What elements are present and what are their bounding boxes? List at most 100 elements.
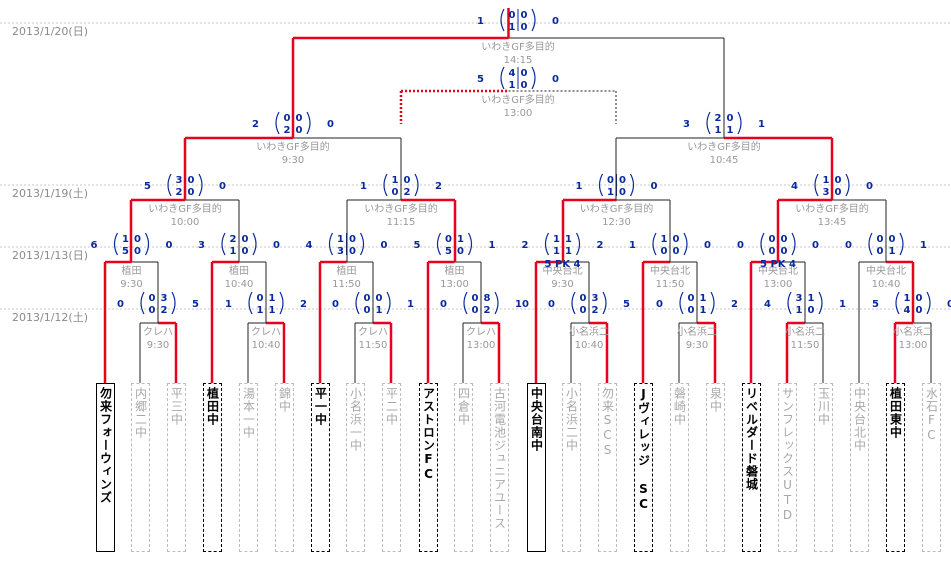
score-half1-left: 2 [230,234,237,245]
team-entry: Jヴィレッジ SC [634,383,653,552]
score-bracket-left [895,291,900,315]
match-time: 10:40 [252,340,281,351]
match-time: 9:30 [120,279,142,290]
score-bracket-left [463,291,468,315]
score-total-right: 0 [651,181,658,192]
score-half2-left: 0 [392,187,399,198]
match-time: 10:40 [225,279,254,290]
score-bracket-left [652,232,657,256]
team-name: アストロンFC [421,387,436,482]
score-bracket-left [814,173,819,197]
score-total-right: 1 [758,119,765,130]
match-time: 10:40 [872,279,901,290]
score-bracket-right [144,232,150,256]
team-name: 磐崎中 [672,387,687,426]
match-time: 14:15 [504,55,533,66]
score-half2-right: 1 [269,305,276,316]
score-bracket-left [868,232,873,256]
score-half1-left: 4 [509,68,516,79]
score-half2-left: 3 [823,187,830,198]
score-half2-left: 0 [769,246,776,257]
score-total-left: 0 [117,299,124,310]
score-half1-left: 0 [284,113,291,124]
score-bracket-right [710,291,715,315]
team-name: 小名浜二中 [564,387,579,452]
score-half2-left: 0 [688,305,695,316]
score-total-right: 2 [435,181,442,192]
score-half1-right: 8 [484,293,491,304]
score-half2-right: 2 [484,305,491,316]
score-bracket-right [683,232,688,256]
score-half2-left: 5 [445,246,452,257]
venue-label: 中央台北 [650,264,690,277]
score-total-right: 0 [552,16,559,27]
team-entry: 中央台北中 [850,383,869,552]
score-total-left: 3 [198,240,205,251]
score-half2-left: 1 [230,246,237,257]
score-bracket-right [359,232,365,256]
score-half2-right: 0 [188,187,195,198]
score-total-right: 2 [300,299,307,310]
venue-label: いわきGF多目的 [256,140,330,153]
score-half2-right: 0 [619,187,626,198]
score-half2-right: 1 [727,125,734,136]
team-entry: 植田中 [203,383,222,552]
team-entry: 小名浜一中 [346,383,365,552]
team-name: 平三中 [169,387,184,426]
team-name: リベルダード磐城 [744,387,759,491]
score-half1-right: 1 [700,293,707,304]
score-half1-right: 0 [781,234,788,245]
match-time: 10:45 [710,155,739,166]
score-half2-right: 2 [404,187,411,198]
score-bracket-right [791,232,796,256]
score-half1-right: 0 [296,113,303,124]
score-half2-left: 0 [661,246,668,257]
score-total-right: 0 [273,240,280,251]
score-total-right: 10 [515,299,529,310]
match-time: 13:00 [764,279,793,290]
score-half1-left: 0 [364,293,371,304]
team-name: 泉中 [708,387,723,413]
team-name: 水石FC [924,387,939,443]
team-name: サンフレックスUTD [780,387,795,523]
score-bracket-right [602,291,607,315]
score-half2-left: 0 [877,246,884,257]
score-bracket-right [171,291,176,315]
score-bracket-left [328,232,334,256]
score-bracket-right [531,8,536,32]
team-name: 勿来フォーウィンズ [98,387,113,504]
score-half2-left: 1 [715,125,722,136]
venue-label: 植田 [122,264,142,277]
team-name: 中央台南中 [529,387,544,452]
score-bracket-left [500,8,505,32]
score-half2-left: 1 [509,22,516,33]
score-half1-right: 0 [376,293,383,304]
venue-label: 小名浜二 [677,325,717,338]
score-half1-left: 1 [904,293,911,304]
match-time: 11:50 [332,279,361,290]
score-half1-left: 1 [661,234,668,245]
score-half2-right: 0 [521,80,528,91]
score-half2-left: 0 [472,305,479,316]
score-half1-right: 1 [808,293,815,304]
date-label: 2013/1/12(土) [12,311,88,324]
score-half1-left: 0 [580,293,587,304]
score-half1-right: 3 [161,293,168,304]
score-half1-right: 0 [521,10,528,21]
score-total-left: 4 [791,181,798,192]
score-total-right: 0 [327,119,334,130]
score-pk: 5 PK 4 [545,259,581,270]
score-half2-left: 2 [284,125,291,136]
score-half2-right: 1 [700,305,707,316]
team-entry: 平三中 [167,383,186,552]
score-half1-left: 1 [553,234,560,245]
score-half2-left: 0 [149,305,156,316]
score-half2-right: 1 [889,246,896,257]
score-half1-left: 3 [796,293,803,304]
team-name: 四倉中 [456,387,471,426]
score-half2-right: 0 [835,187,842,198]
score-half1-left: 0 [257,293,264,304]
team-name: 古河電池ジュニアユース [492,387,507,530]
